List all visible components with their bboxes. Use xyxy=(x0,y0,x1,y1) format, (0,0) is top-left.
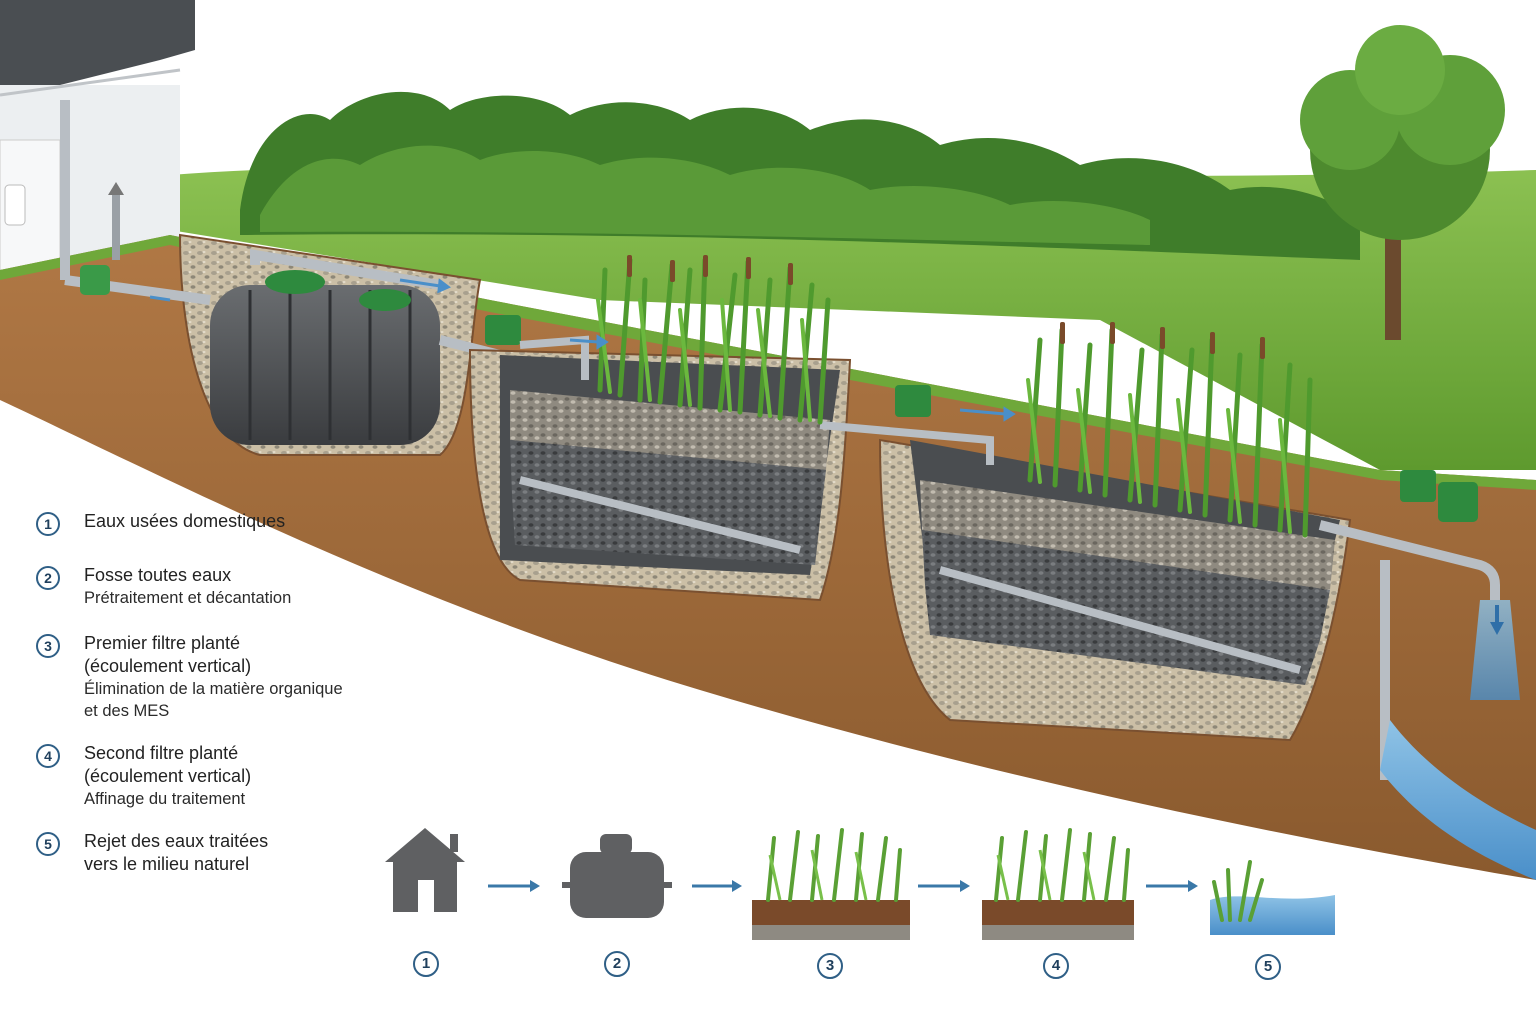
legend-title: Rejet des eaux traitées vers le milieu n… xyxy=(84,831,269,874)
outlet-discharge xyxy=(1318,470,1536,880)
reeds-filter-2 xyxy=(1026,322,1313,538)
legend-title: Premier filtre planté (écoulement vertic… xyxy=(84,633,252,676)
arrow-icon xyxy=(918,880,970,892)
planted-filter-icon xyxy=(752,828,910,940)
first-planted-filter xyxy=(468,315,852,602)
flow-step-1-number: 1 xyxy=(413,951,439,977)
arrow-icon xyxy=(1146,880,1198,892)
step-number: 1 xyxy=(36,512,60,536)
inlet-pipe xyxy=(60,100,522,365)
flow-step-4-number: 4 xyxy=(1043,953,1069,979)
flow-step-2-number: 2 xyxy=(604,951,630,977)
septic-tank-icon xyxy=(562,834,672,918)
arrow-icon xyxy=(692,880,742,892)
step-number: 2 xyxy=(36,566,60,590)
reeds-filter-1 xyxy=(596,255,831,425)
legend-title: Eaux usées domestiques xyxy=(84,511,286,531)
legend-subtitle: Élimination de la matière organique et d… xyxy=(84,680,343,720)
planted-filter-icon xyxy=(982,828,1134,940)
house-icon xyxy=(385,828,465,912)
legend-subtitle: Prétraitement et décantation xyxy=(84,589,292,607)
step-number: 3 xyxy=(36,634,60,658)
flow-step-3-number: 3 xyxy=(817,953,843,979)
flow-step-5-number: 5 xyxy=(1255,954,1281,980)
septic-tank xyxy=(210,270,440,445)
legend-subtitle: Affinage du traitement xyxy=(84,790,246,808)
legend-title: Fosse toutes eaux xyxy=(84,565,232,585)
house xyxy=(0,0,195,275)
tree xyxy=(1300,25,1505,340)
process-flow-diagram xyxy=(385,828,1335,940)
hedge xyxy=(240,91,1360,261)
flow-arrows xyxy=(149,278,1016,422)
step-number: 5 xyxy=(36,832,60,856)
legend-title: Second filtre planté (écoulement vertica… xyxy=(84,743,252,786)
step-number: 4 xyxy=(36,744,60,768)
water-discharge-icon xyxy=(1210,860,1335,935)
arrow-icon xyxy=(488,880,540,892)
